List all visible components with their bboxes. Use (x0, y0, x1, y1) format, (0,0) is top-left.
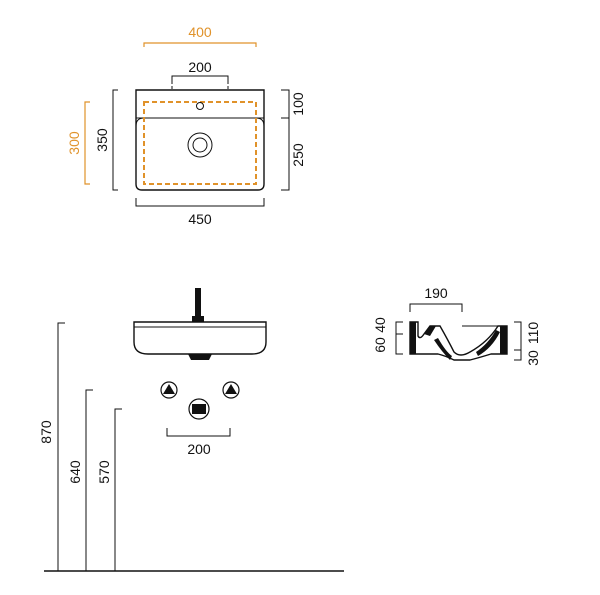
basin-depth-dimension: 190 (409, 285, 463, 312)
inner-width-label: 400 (188, 24, 212, 40)
tap-spacing-label: 200 (188, 59, 212, 75)
faucet-base (192, 316, 204, 323)
rim-height-label: 870 (38, 420, 54, 444)
drain-inner (192, 137, 208, 153)
front-view: 200 870 640 570 (38, 288, 344, 572)
inner-b-label: 60 (372, 337, 388, 353)
low-height-label: 570 (96, 460, 112, 484)
offset-dimensions: 100 250 (281, 89, 306, 191)
inner-width-dimension: 400 (143, 24, 257, 47)
outlet-left (160, 381, 178, 399)
width-label: 450 (188, 211, 212, 227)
outer-side-dimensions: 110 30 (514, 321, 541, 366)
mid-height-dimension: 640 (67, 389, 93, 571)
depth-label: 350 (94, 128, 110, 152)
outlet-spacing-dimension: 200 (166, 428, 231, 457)
basin-front (133, 321, 267, 355)
outer-a-label: 110 (525, 322, 541, 345)
inner-a-label: 40 (372, 317, 388, 333)
basin-outline-top (135, 89, 265, 191)
mid-height-label: 640 (67, 460, 83, 484)
inner-side-dimensions: 40 60 (372, 317, 403, 355)
front-offset-label: 250 (290, 143, 306, 167)
overflow-hole (196, 102, 204, 110)
width-dimension: 450 (135, 198, 265, 227)
inner-depth-dimension: 300 (66, 101, 90, 185)
outer-b-label: 30 (525, 350, 541, 366)
outlet-right (222, 381, 240, 399)
drain-bottom (188, 354, 212, 360)
inner-depth-label: 300 (66, 131, 82, 155)
rim-height-dimension: 870 (38, 322, 65, 571)
side-section: 190 40 60 110 30 (372, 285, 541, 366)
low-height-dimension: 570 (96, 408, 122, 571)
drain-outer (187, 132, 213, 158)
basin-depth-label: 190 (424, 285, 448, 301)
depth-dimension: 350 (94, 89, 118, 191)
waste-outlet (188, 398, 210, 420)
top-view: 400 200 300 350 (66, 24, 306, 227)
faucet-spout (195, 288, 201, 323)
rear-offset-label: 100 (290, 92, 306, 116)
outlet-spacing-label: 200 (187, 441, 211, 457)
